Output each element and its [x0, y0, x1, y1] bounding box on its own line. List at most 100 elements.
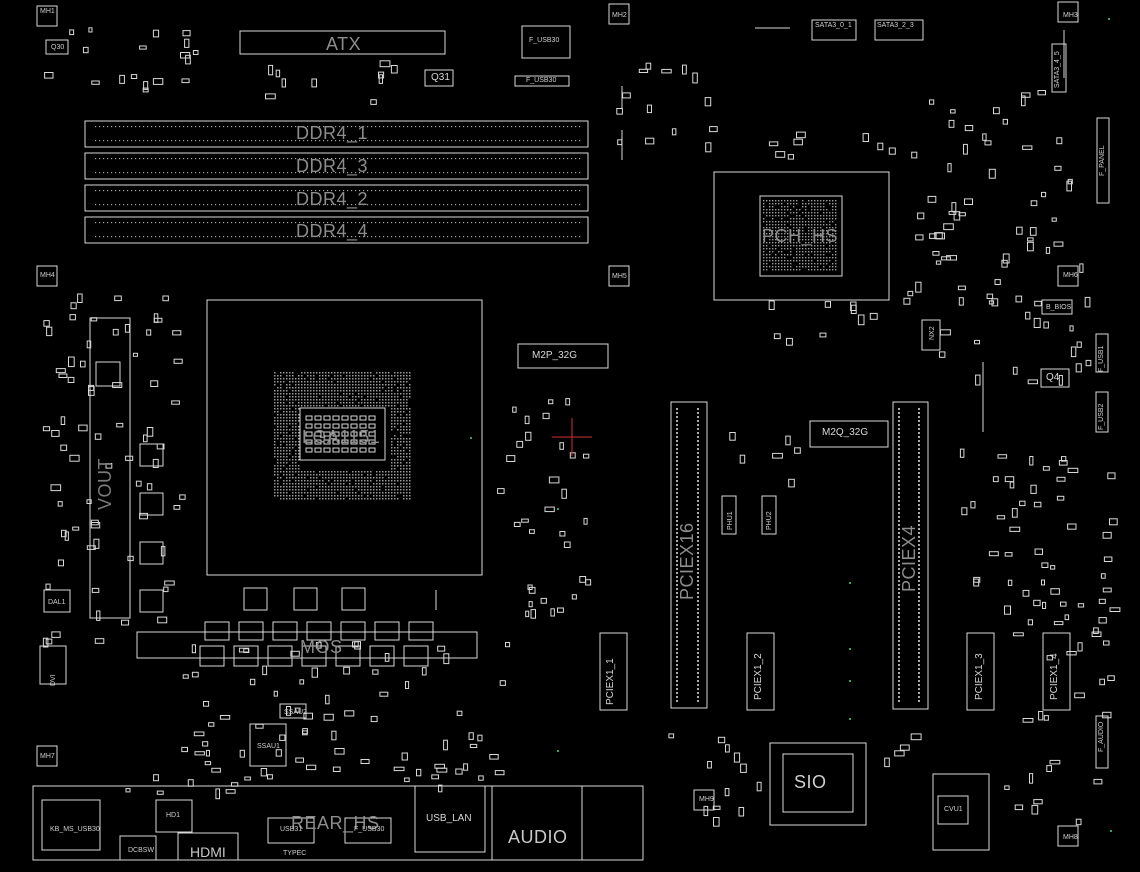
dimm-pin — [519, 236, 521, 238]
socket-pin — [289, 405, 291, 407]
pch-ball — [793, 239, 795, 241]
socket-pin — [370, 390, 372, 392]
pch-ball — [781, 257, 783, 259]
socket-pin — [403, 372, 405, 374]
dimm-pin — [195, 172, 197, 174]
phu1-label: PHU1 — [727, 511, 734, 530]
socket-pin — [289, 384, 291, 386]
socket-pin — [409, 408, 411, 410]
mosfet-pad — [233, 645, 259, 667]
socket-pin — [295, 390, 297, 392]
pch-ball — [823, 203, 825, 205]
pcie-pin — [918, 664, 920, 666]
socket-pin — [409, 393, 411, 395]
socket-pin — [307, 381, 309, 383]
dimm-pin — [255, 158, 257, 160]
passive-component — [704, 97, 712, 107]
pcie-pin — [898, 632, 900, 634]
dimm-pin — [411, 158, 413, 160]
pch-ball — [799, 233, 801, 235]
dimm-pin — [379, 204, 381, 206]
dimm-pin — [127, 158, 129, 160]
dimm-pin — [399, 140, 401, 142]
dvi-ic — [39, 645, 67, 685]
socket-pin — [295, 492, 297, 494]
dimm-pin — [111, 236, 113, 238]
socket-pin — [313, 486, 315, 488]
pcie-pin — [676, 688, 678, 690]
dimm-pin — [407, 172, 409, 174]
dimm-pin — [511, 158, 513, 160]
via — [557, 508, 559, 510]
passive-component — [334, 748, 345, 755]
socket-pin — [406, 438, 408, 440]
passive-component — [249, 678, 256, 686]
dimm-pin — [387, 140, 389, 142]
pch-ball — [796, 200, 798, 202]
dimm-pin — [427, 190, 429, 192]
pcie-pin — [676, 440, 678, 442]
socket-pin — [394, 447, 396, 449]
socket-pin — [385, 489, 387, 491]
dimm-pin — [499, 204, 501, 206]
dimm-pin — [347, 236, 349, 238]
socket-pin — [391, 393, 393, 395]
dimm-pin — [483, 190, 485, 192]
dimm-pin — [463, 204, 465, 206]
socket-pin — [274, 399, 276, 401]
socket-pin — [280, 414, 282, 416]
socket-pin — [406, 375, 408, 377]
socket-pin — [409, 444, 411, 446]
socket-pin — [388, 489, 390, 491]
socket-pin — [283, 480, 285, 482]
passive-component — [682, 64, 687, 75]
pch-ball — [790, 242, 792, 244]
dimm-pin — [195, 126, 197, 128]
passive-component — [692, 72, 698, 84]
socket-pin — [292, 417, 294, 419]
pcie-pin — [676, 620, 678, 622]
socket-pin — [361, 480, 363, 482]
socket-pin — [340, 498, 342, 500]
pch-ball — [817, 245, 819, 247]
socket-pad — [368, 415, 376, 421]
dimm-pin — [551, 204, 553, 206]
pch-ball — [787, 254, 789, 256]
dimm-pin — [503, 126, 505, 128]
dimm-pin — [395, 172, 397, 174]
pch-ball — [829, 257, 831, 259]
passive-component — [499, 680, 506, 686]
socket-pin — [283, 372, 285, 374]
pch-ball — [802, 200, 804, 202]
dimm-pin — [503, 140, 505, 142]
socket-pin — [391, 399, 393, 401]
passive-component — [421, 667, 427, 676]
pch-ball — [766, 269, 768, 271]
pch-ball — [766, 257, 768, 259]
socket-pin — [301, 486, 303, 488]
socket-pin — [301, 480, 303, 482]
pch-ball — [796, 215, 798, 217]
passive-component — [1030, 200, 1038, 207]
dimm-pin — [471, 140, 473, 142]
socket-pin — [364, 390, 366, 392]
passive-component — [1034, 300, 1042, 307]
dimm-pin — [231, 236, 233, 238]
dimm-pin — [427, 236, 429, 238]
pcie-pin — [918, 516, 920, 518]
socket-pin — [298, 417, 300, 419]
dimm-pin — [531, 140, 533, 142]
socket-pin — [307, 471, 309, 473]
pcie-pin — [676, 568, 678, 570]
socket-pin — [331, 372, 333, 374]
dimm-pin — [315, 204, 317, 206]
passive-component — [262, 665, 268, 676]
pch-ball — [763, 251, 765, 253]
passive-component — [707, 761, 712, 769]
pch-ball — [835, 245, 837, 247]
dimm-pin — [435, 140, 437, 142]
pcie-pin — [676, 412, 678, 414]
dimm-pin — [119, 126, 121, 128]
socket-pin — [349, 375, 351, 377]
socket-pin — [394, 471, 396, 473]
